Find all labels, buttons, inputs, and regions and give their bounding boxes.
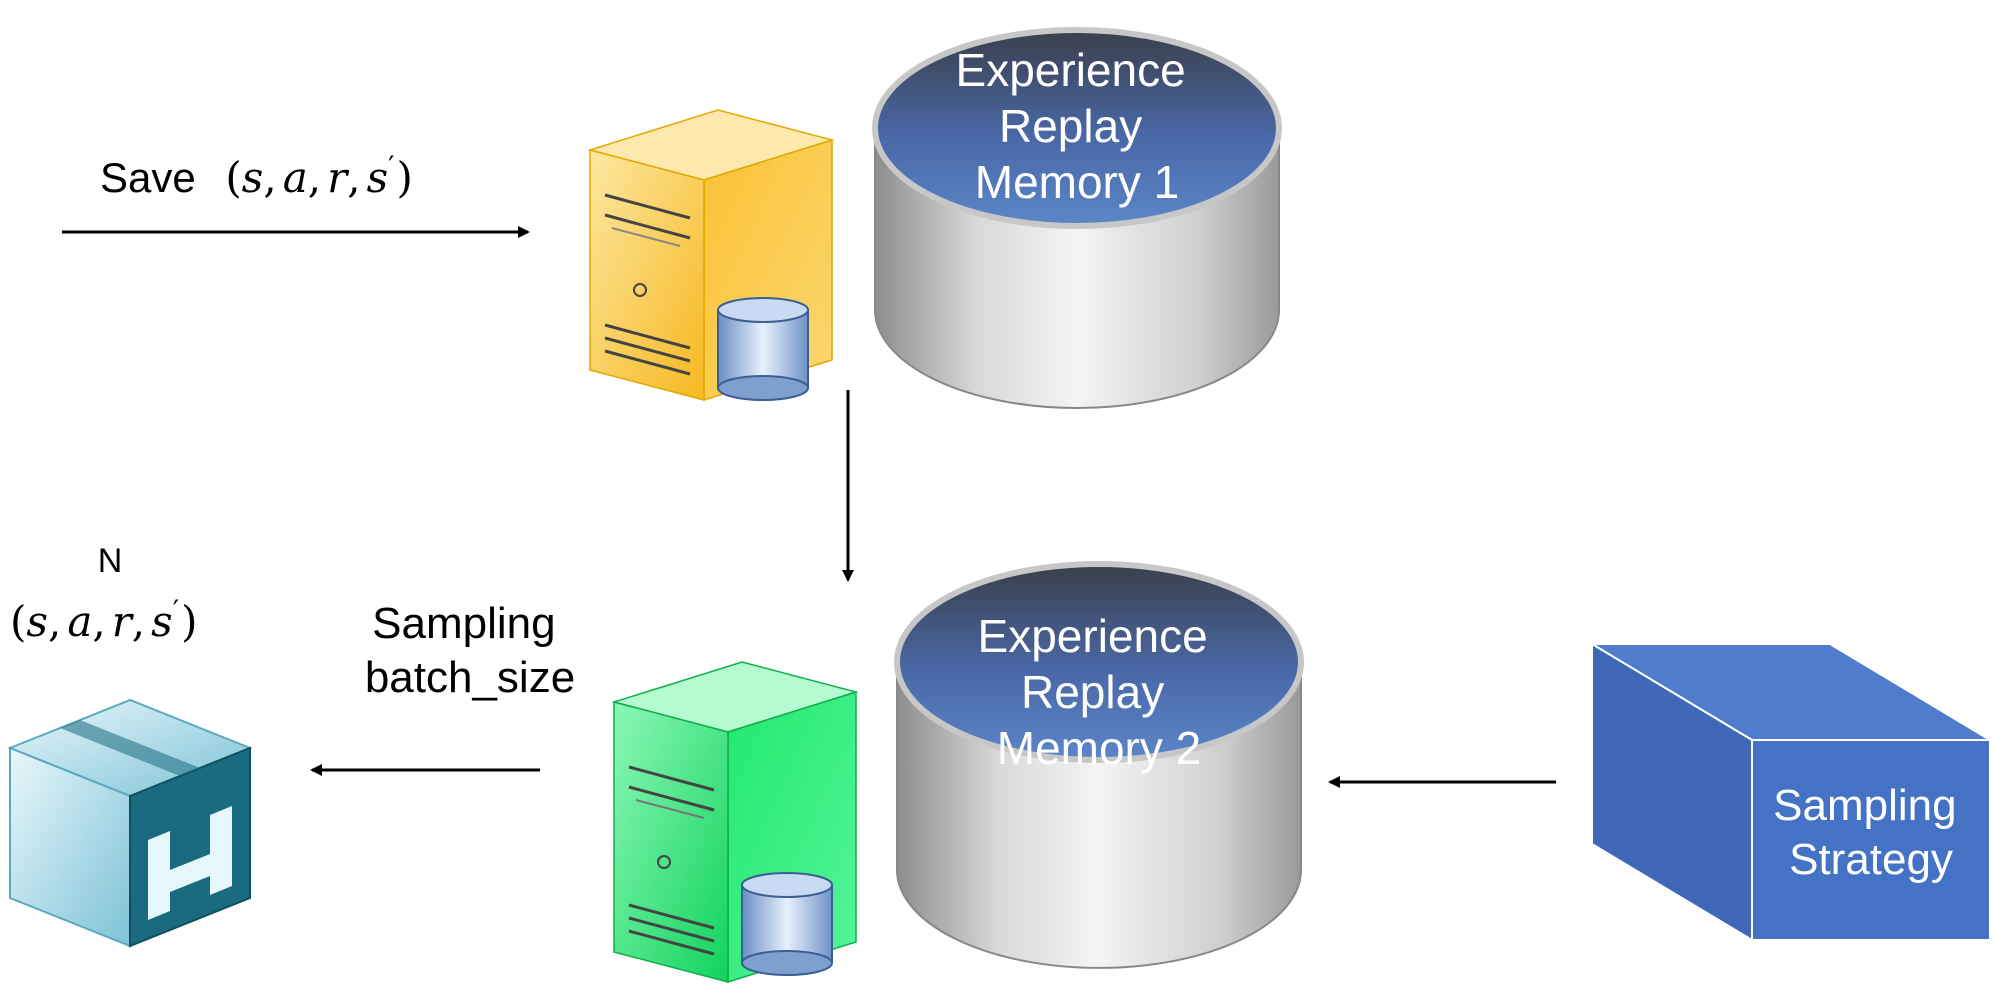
memory-2-label: Experience Replay Memory 2 [978,610,1221,774]
cylinder-storage-icon-memory-1 [872,27,1282,409]
output-tuple-label: (s,a,r,s′) [10,594,197,646]
memory-1-label: Experience Replay Memory 1 [956,44,1199,208]
server-icon-primary [587,109,835,402]
sampling-batch-label: Sampling batch_size [365,599,575,702]
database-icon-secondary [741,872,833,976]
strategy-label: Sampling Strategy [1773,781,1969,884]
cube-icon-sampling-strategy [1588,642,1994,942]
save-label: Save (s,a,r,s′) [100,150,413,202]
cylinder-storage-icon-memory-2 [894,561,1304,969]
database-icon-primary [717,297,809,401]
hyper-v-box-icon [7,698,253,948]
output-count-label: N [98,542,123,580]
